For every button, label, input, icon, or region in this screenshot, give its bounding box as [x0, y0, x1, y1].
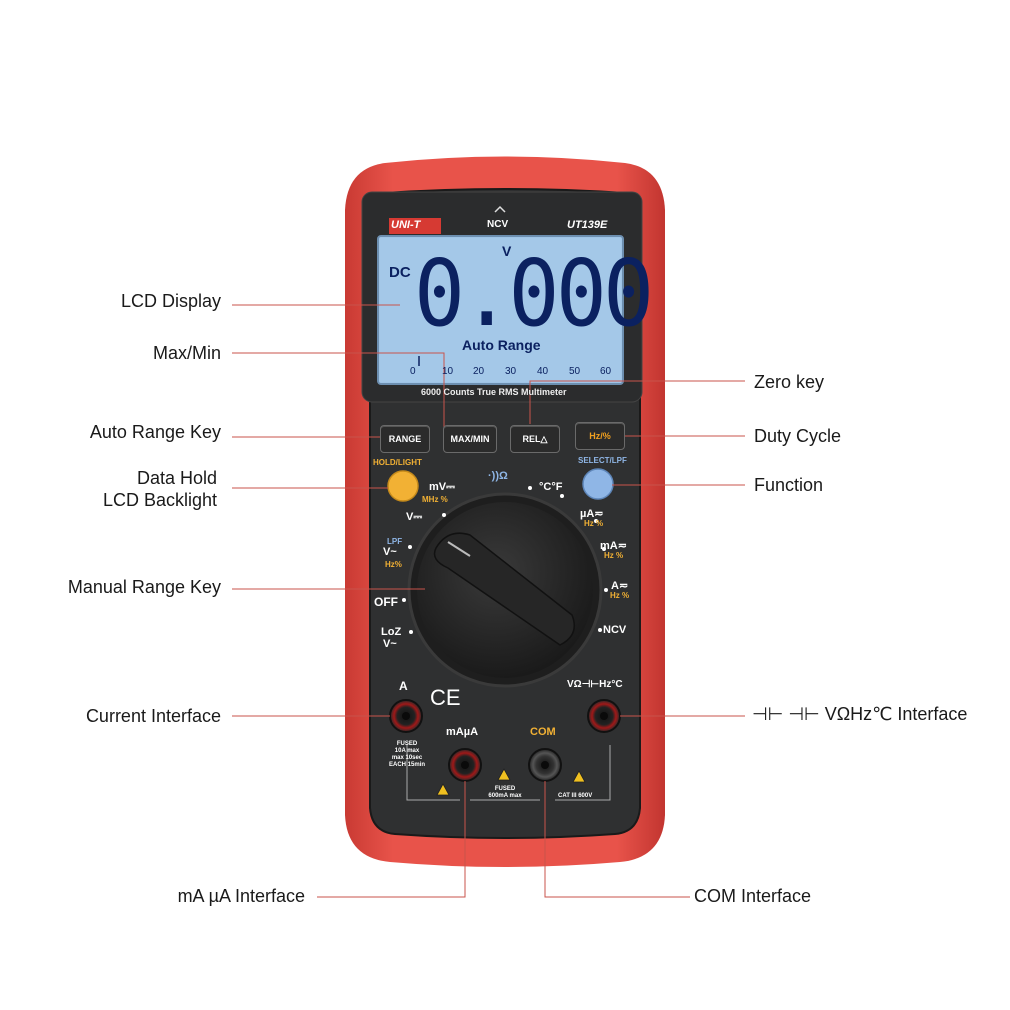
lcd-auto-range: Auto Range — [462, 337, 541, 353]
lcd-scale-label: 20 — [473, 366, 485, 377]
callout-auto-range-key: Auto Range Key — [89, 422, 221, 442]
callout-data-hold-line: Data Hold — [136, 468, 217, 488]
dial-lpf: LPF — [387, 537, 403, 546]
max-min-button[interactable]: MAX/MIN — [443, 425, 497, 453]
lcd-scale: 0 10 20 30 40 50 60 — [410, 366, 612, 380]
lcd-scale-label: 10 — [442, 366, 454, 377]
callout-lcd-display: LCD Display — [120, 291, 221, 311]
fused-a-line: 10A max — [394, 748, 420, 754]
warning-icon — [436, 783, 450, 796]
dial-ma: mA≂ — [600, 540, 627, 552]
dial-mv-sub: MHz % — [422, 495, 448, 504]
lcd-scale-label: 30 — [505, 366, 517, 377]
callout-duty-cycle: Duty Cycle — [754, 426, 842, 446]
lcd-scale-label: 40 — [537, 366, 549, 377]
lcd-mode: DC — [389, 264, 411, 281]
range-button[interactable]: RANGE — [380, 425, 430, 453]
fused-a-line: FUSED — [396, 741, 418, 747]
callout-manual-range-key: Manual Range Key — [67, 577, 221, 597]
brand-logo: UNI-T — [391, 219, 421, 231]
callout-function: Function — [754, 475, 824, 495]
cat-rating: CAT III 600V — [558, 793, 593, 799]
lcd-unit: V — [502, 243, 512, 259]
vohm-jack-label: VΩ⊣⊢Hz°C — [567, 679, 623, 690]
dial-off: OFF — [374, 595, 398, 609]
warning-icon — [572, 770, 586, 783]
select-lpf-button — [582, 468, 614, 500]
ce-mark: CE — [430, 685, 461, 710]
dial-ua: µA≂ — [580, 508, 604, 520]
dial-ua-sub: Hz % — [584, 519, 604, 528]
ma-ua-jack-label: mAµA — [446, 726, 479, 738]
fused-a-line: max 10sec — [391, 755, 423, 761]
callout-com-interface: COM Interface — [694, 886, 812, 906]
dial-pointer-bar — [433, 532, 575, 646]
dial-a: A≂ — [611, 580, 629, 592]
dial-v-ac: V~ — [383, 546, 397, 558]
dial-mv: mV⎓ — [429, 481, 455, 493]
dial-a-sub: Hz % — [610, 591, 630, 600]
rel-button[interactable]: REL△ — [510, 425, 560, 453]
lcd-scale-label: 60 — [600, 366, 612, 377]
callout-vohm-interface: ⊣⊢ ⊣⊢ VΩHz℃ Interface — [752, 704, 968, 724]
fused-ma-line: 600mA max — [488, 793, 522, 799]
brand-badge — [389, 218, 441, 234]
dial-temp: °C°F — [539, 481, 563, 493]
select-lpf-label: SELECT/LPF — [578, 456, 627, 465]
hold-light-label: HOLD/LIGHT — [373, 458, 422, 467]
callout-data-hold-line: LCD Backlight — [102, 490, 217, 510]
dial-loz-v: V~ — [383, 638, 397, 650]
callout-max-min: Max/Min — [152, 343, 221, 363]
dial-v-dc: V⎓ — [406, 511, 423, 523]
callout-ma-ua-interface: mA µA Interface — [177, 886, 305, 906]
dial-v-ac-sub: Hz% — [385, 560, 402, 569]
lcd-scale-label: 50 — [569, 366, 581, 377]
lcd-scale-label: 0 — [410, 366, 416, 377]
dial-ma-sub: Hz % — [604, 551, 624, 560]
model-name: UT139E — [567, 219, 608, 231]
dial-ncv: NCV — [603, 624, 627, 636]
ncv-indicator: NCV — [487, 219, 509, 230]
a-jack-label: A — [399, 679, 408, 693]
meter-subtitle: 6000 Counts True RMS Multimeter — [421, 387, 567, 397]
callout-zero-key: Zero key — [754, 372, 825, 392]
dial-diode-ohm: ·))Ω — [488, 470, 508, 482]
dial-loz: LoZ — [381, 626, 402, 638]
hz-duty-button[interactable]: Hz/% — [575, 422, 625, 450]
lcd-reading: 0.000 — [414, 240, 654, 347]
com-jack-label: COM — [530, 726, 556, 738]
fused-a-line: EACH 15min — [388, 762, 425, 768]
callout-current-interface: Current Interface — [85, 706, 221, 726]
hold-light-button — [387, 470, 419, 502]
warning-icon — [497, 768, 511, 781]
fused-ma-line: FUSED — [494, 786, 516, 792]
